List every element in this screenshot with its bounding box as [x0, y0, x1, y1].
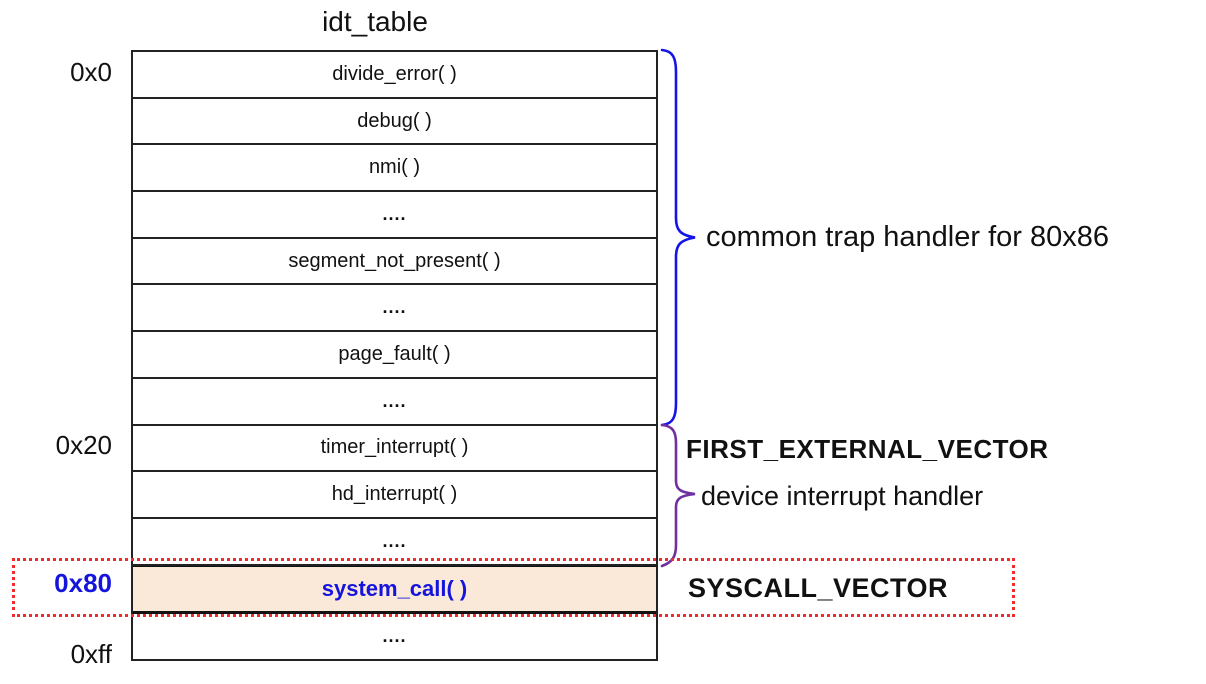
row-debug: debug( )	[133, 98, 656, 146]
address-label-0x0: 0x0	[70, 57, 112, 87]
row-ellipsis-5: ....	[133, 614, 656, 659]
syscall-vector-label: SYSCALL_VECTOR	[688, 573, 949, 603]
idt-table: divide_error( ) debug( ) nmi( ) .... seg…	[131, 50, 658, 661]
device-handler-brace	[660, 423, 696, 568]
row-ellipsis-2: ....	[133, 285, 656, 333]
row-page-fault: page_fault( )	[133, 332, 656, 379]
row-nmi: nmi( )	[133, 145, 656, 193]
first-external-vector-label: FIRST_EXTERNAL_VECTOR	[686, 434, 1049, 464]
device-handler-label: device interrupt handler	[701, 481, 984, 511]
row-ellipsis-4: ....	[133, 518, 656, 566]
row-ellipsis-1: ....	[133, 192, 656, 239]
address-label-0xff: 0xff	[70, 639, 112, 669]
address-label-0x20: 0x20	[55, 430, 112, 460]
row-divide-error: divide_error( )	[133, 52, 656, 99]
diagram-title: idt_table	[322, 6, 428, 37]
row-system-call: system_call( )	[133, 565, 656, 615]
row-segment-not-present: segment_not_present( )	[133, 238, 656, 286]
trap-handler-label: common trap handler for 80x86	[706, 221, 1109, 253]
row-timer-interrupt: timer_interrupt( )	[133, 425, 656, 473]
row-ellipsis-3: ....	[133, 378, 656, 426]
trap-handler-brace	[660, 48, 696, 427]
address-label-0x80: 0x80	[54, 568, 112, 598]
row-hd-interrupt: hd_interrupt( )	[133, 472, 656, 519]
